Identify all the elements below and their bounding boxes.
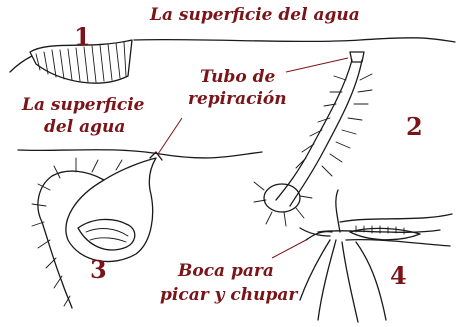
label-surface-left-line1: La superficie — [21, 95, 145, 115]
label-tube-line2: repiración — [188, 89, 287, 109]
label-surface-top: La superficie del agua — [149, 5, 360, 25]
stage-number-1: 1 — [74, 22, 91, 51]
label-tube-line1: Tubo de — [200, 67, 275, 87]
label-mouth-line1: Boca para — [177, 261, 274, 281]
adult-mosquito-illustration — [300, 190, 452, 322]
water-surface-line-top — [134, 38, 455, 42]
tube-leader-line-2 — [158, 118, 182, 154]
pupa-illustration — [32, 152, 162, 308]
mouth-leader-line — [272, 240, 306, 258]
label-surface-left-line2: del agua — [44, 117, 125, 137]
stage-number-4: 4 — [390, 261, 407, 290]
tube-leader-line — [286, 58, 348, 72]
egg-raft-illustration — [10, 40, 132, 83]
stage-number-3: 3 — [90, 255, 107, 284]
stage-number-2: 2 — [406, 112, 423, 141]
label-mouth-line2: picar y chupar — [160, 285, 298, 305]
water-surface-line-left — [18, 150, 262, 158]
